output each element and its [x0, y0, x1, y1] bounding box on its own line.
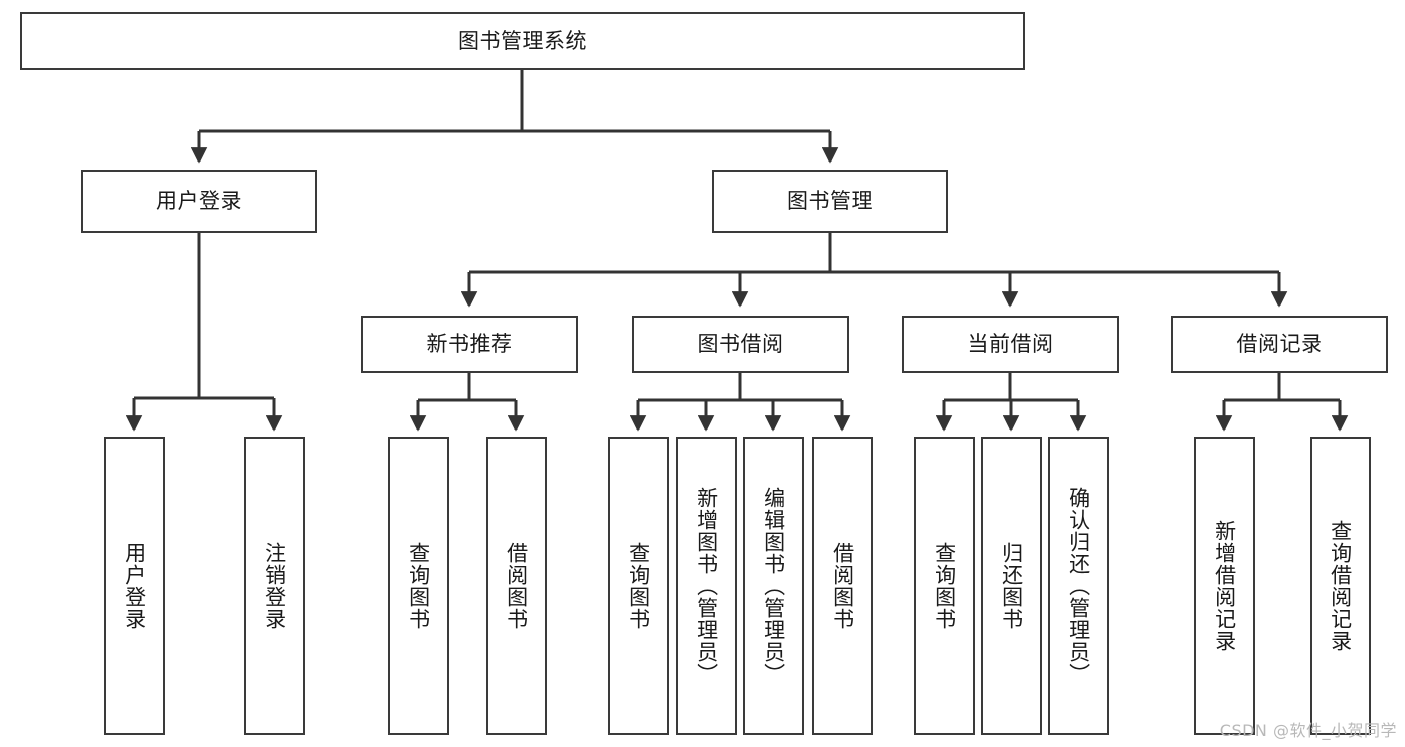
node-borrow-record[interactable]: 借阅记录: [1171, 316, 1388, 373]
node-leaf-book-borrow-query-label: 查询图书: [626, 542, 651, 630]
node-leaf-book-borrow-lend[interactable]: 借阅图书: [812, 437, 873, 735]
node-leaf-user-login-signout[interactable]: 注销登录: [244, 437, 305, 735]
node-leaf-current-borrow-query-label: 查询图书: [932, 542, 957, 630]
node-leaf-new-book-query-label: 查询图书: [406, 542, 431, 630]
node-leaf-book-borrow-lend-label: 借阅图书: [830, 542, 855, 630]
node-leaf-current-borrow-return[interactable]: 归还图书: [981, 437, 1042, 735]
node-leaf-new-book-borrow-label: 借阅图书: [504, 542, 529, 630]
node-leaf-user-login-signout-label: 注销登录: [262, 542, 287, 630]
node-leaf-book-borrow-edit-label: 编辑图书（管理员）: [761, 487, 786, 685]
node-current-borrow-label: 当前借阅: [967, 332, 1054, 357]
node-root-system-label: 图书管理系统: [458, 28, 587, 53]
node-book-management-label: 图书管理: [787, 189, 873, 214]
node-leaf-borrow-record-query-label: 查询借阅记录: [1328, 520, 1353, 652]
node-new-book-recommend[interactable]: 新书推荐: [361, 316, 578, 373]
node-leaf-user-login-signin[interactable]: 用户登录: [104, 437, 165, 735]
node-root-system[interactable]: 图书管理系统: [20, 12, 1025, 70]
node-leaf-book-borrow-query[interactable]: 查询图书: [608, 437, 669, 735]
node-book-borrow[interactable]: 图书借阅: [632, 316, 849, 373]
node-leaf-new-book-borrow[interactable]: 借阅图书: [486, 437, 547, 735]
node-leaf-book-borrow-add-label: 新增图书（管理员）: [694, 487, 719, 685]
node-leaf-current-borrow-query[interactable]: 查询图书: [914, 437, 975, 735]
watermark-credit: CSDN @软件_小贺同学: [1219, 721, 1397, 740]
node-leaf-borrow-record-add-label: 新增借阅记录: [1212, 520, 1237, 652]
node-book-borrow-label: 图书借阅: [697, 332, 784, 357]
node-leaf-book-borrow-add[interactable]: 新增图书（管理员）: [676, 437, 737, 735]
node-current-borrow[interactable]: 当前借阅: [902, 316, 1119, 373]
node-book-management[interactable]: 图书管理: [712, 170, 948, 233]
node-borrow-record-label: 借阅记录: [1236, 332, 1323, 357]
node-leaf-borrow-record-query[interactable]: 查询借阅记录: [1310, 437, 1371, 735]
node-leaf-user-login-signin-label: 用户登录: [122, 542, 147, 630]
node-leaf-current-borrow-confirm[interactable]: 确认归还（管理员）: [1048, 437, 1109, 735]
node-user-login-label: 用户登录: [156, 189, 242, 214]
node-leaf-current-borrow-confirm-label: 确认归还（管理员）: [1066, 487, 1091, 685]
node-leaf-borrow-record-add[interactable]: 新增借阅记录: [1194, 437, 1255, 735]
node-new-book-recommend-label: 新书推荐: [426, 332, 513, 357]
node-leaf-current-borrow-return-label: 归还图书: [999, 542, 1024, 630]
node-user-login[interactable]: 用户登录: [81, 170, 317, 233]
node-leaf-book-borrow-edit[interactable]: 编辑图书（管理员）: [743, 437, 804, 735]
node-leaf-new-book-query[interactable]: 查询图书: [388, 437, 449, 735]
